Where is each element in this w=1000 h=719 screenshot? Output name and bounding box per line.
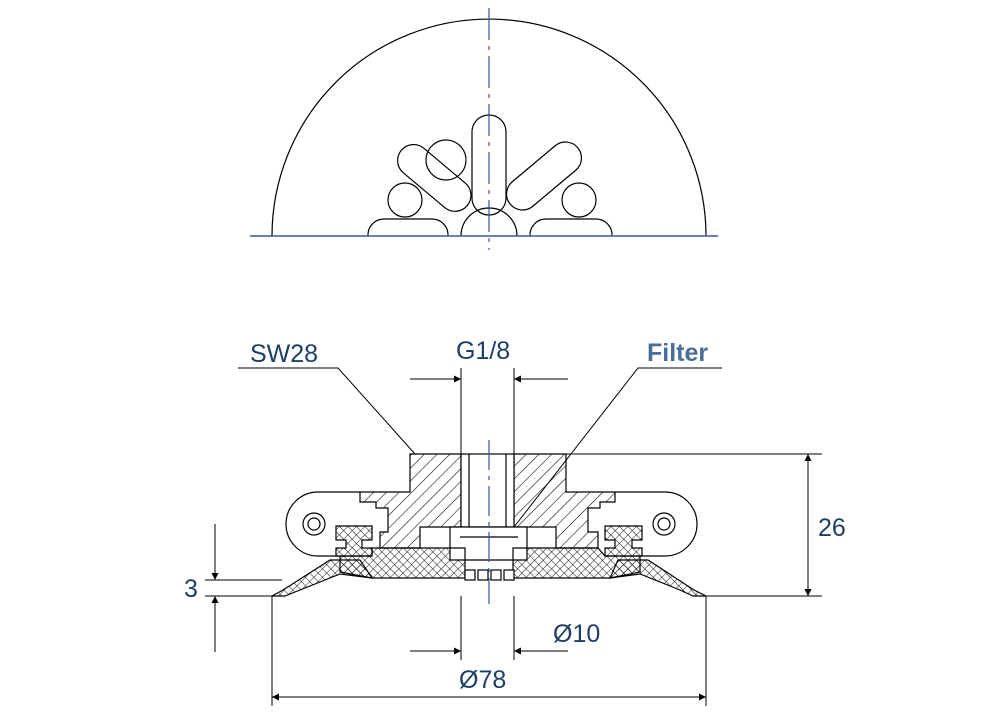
label-height: 26 xyxy=(818,514,846,542)
slot-bottom-right xyxy=(529,218,613,237)
leader-filter xyxy=(513,367,722,528)
dimensions xyxy=(205,367,822,706)
mount-hole-right-outer xyxy=(652,512,676,536)
seal-ring-left xyxy=(335,525,373,557)
slot-left-upper xyxy=(425,139,467,181)
sealing-lip-left xyxy=(271,559,374,597)
mount-hole-left-outer xyxy=(302,512,326,536)
leader-sw28 xyxy=(238,367,416,455)
section-view xyxy=(271,453,707,597)
slot-right xyxy=(505,141,583,211)
thread-bore xyxy=(460,453,515,528)
vent-slot-3 xyxy=(490,569,502,581)
label-diameter: Ø78 xyxy=(459,666,506,694)
flange-ear-right xyxy=(615,491,698,557)
label-filter: Filter xyxy=(647,339,708,367)
label-thread: G1/8 xyxy=(456,337,510,365)
label-lip: 3 xyxy=(184,575,198,603)
hole-left xyxy=(387,182,423,218)
sealing-lip-right xyxy=(609,559,707,597)
hole-right xyxy=(561,182,597,218)
vent-slot-4 xyxy=(503,569,515,581)
fitting-body-right xyxy=(513,453,616,549)
fitting-body-left xyxy=(359,453,462,549)
label-bore: Ø10 xyxy=(553,620,600,648)
flange-ear-left xyxy=(285,491,360,557)
cup-body-right xyxy=(512,547,641,579)
vent-slot-1 xyxy=(464,569,476,581)
mount-hole-right-inner xyxy=(657,517,671,531)
seal-ring-right xyxy=(604,525,643,557)
mount-hole-left-inner xyxy=(307,517,321,531)
slot-bottom-left xyxy=(367,218,449,237)
slot-left xyxy=(397,143,472,212)
vent-slot-2 xyxy=(477,569,489,581)
label-sw28: SW28 xyxy=(250,340,318,368)
